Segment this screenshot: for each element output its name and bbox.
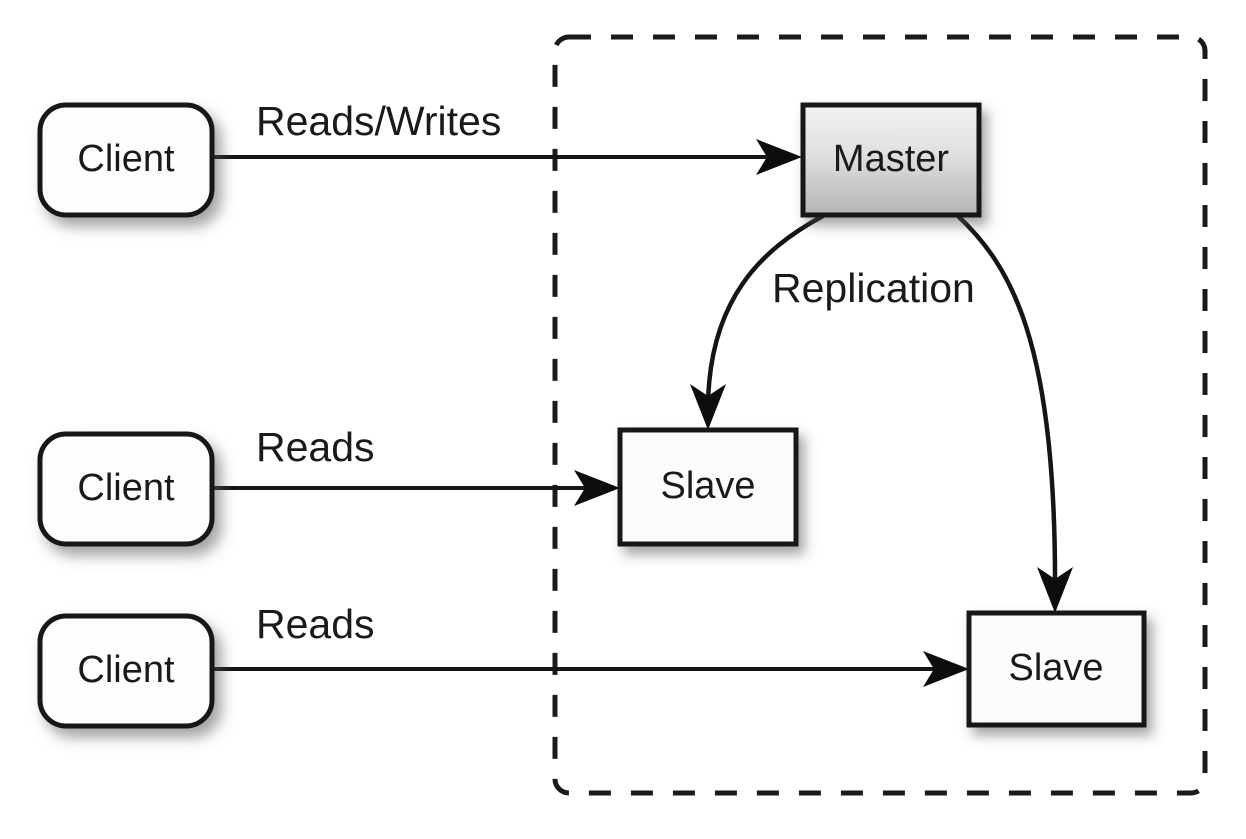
edge-label-reads-1: Reads bbox=[256, 424, 375, 470]
database-cluster-boundary bbox=[552, 34, 1208, 796]
curve-master-to-slave-1 bbox=[705, 214, 825, 405]
node-master[interactable] bbox=[800, 102, 982, 218]
master-label: Master bbox=[833, 138, 949, 180]
client-3-shape bbox=[37, 613, 215, 729]
node-slave-1[interactable] bbox=[617, 427, 799, 547]
node-client-1[interactable] bbox=[37, 102, 215, 218]
client-3-label: Client bbox=[77, 649, 175, 691]
arrowhead-replication-slave-2 bbox=[1037, 567, 1073, 613]
node-client-2[interactable] bbox=[37, 431, 215, 547]
node-slave-2[interactable] bbox=[966, 610, 1147, 728]
edge-client3-slave2 bbox=[211, 651, 969, 687]
edge-label-replication: Replication bbox=[772, 265, 975, 311]
slave-1-label: Slave bbox=[660, 465, 755, 507]
client-2-label: Client bbox=[77, 467, 175, 509]
client-1-shape bbox=[37, 102, 215, 218]
curve-master-to-slave-2 bbox=[956, 214, 1058, 589]
edge-master-slave1 bbox=[690, 214, 825, 430]
arrowhead-to-master bbox=[756, 139, 802, 175]
edge-client1-master bbox=[211, 139, 802, 175]
arrowhead-to-slave-2 bbox=[923, 651, 969, 687]
master-shape bbox=[800, 102, 982, 218]
slave-2-label: Slave bbox=[1008, 647, 1103, 689]
arrowhead-replication-slave-1 bbox=[690, 384, 726, 430]
edge-label-reads-2: Reads bbox=[256, 601, 375, 647]
client-2-shape bbox=[37, 431, 215, 547]
edge-client2-slave1 bbox=[211, 470, 620, 506]
slave-2-shape bbox=[966, 610, 1147, 728]
slave-1-shape bbox=[617, 427, 799, 547]
arrowhead-to-slave-1 bbox=[574, 470, 620, 506]
edge-master-slave2 bbox=[956, 214, 1073, 613]
edge-label-reads-writes: Reads/Writes bbox=[256, 98, 501, 144]
client-1-label: Client bbox=[77, 138, 175, 180]
node-client-3[interactable] bbox=[37, 613, 215, 729]
